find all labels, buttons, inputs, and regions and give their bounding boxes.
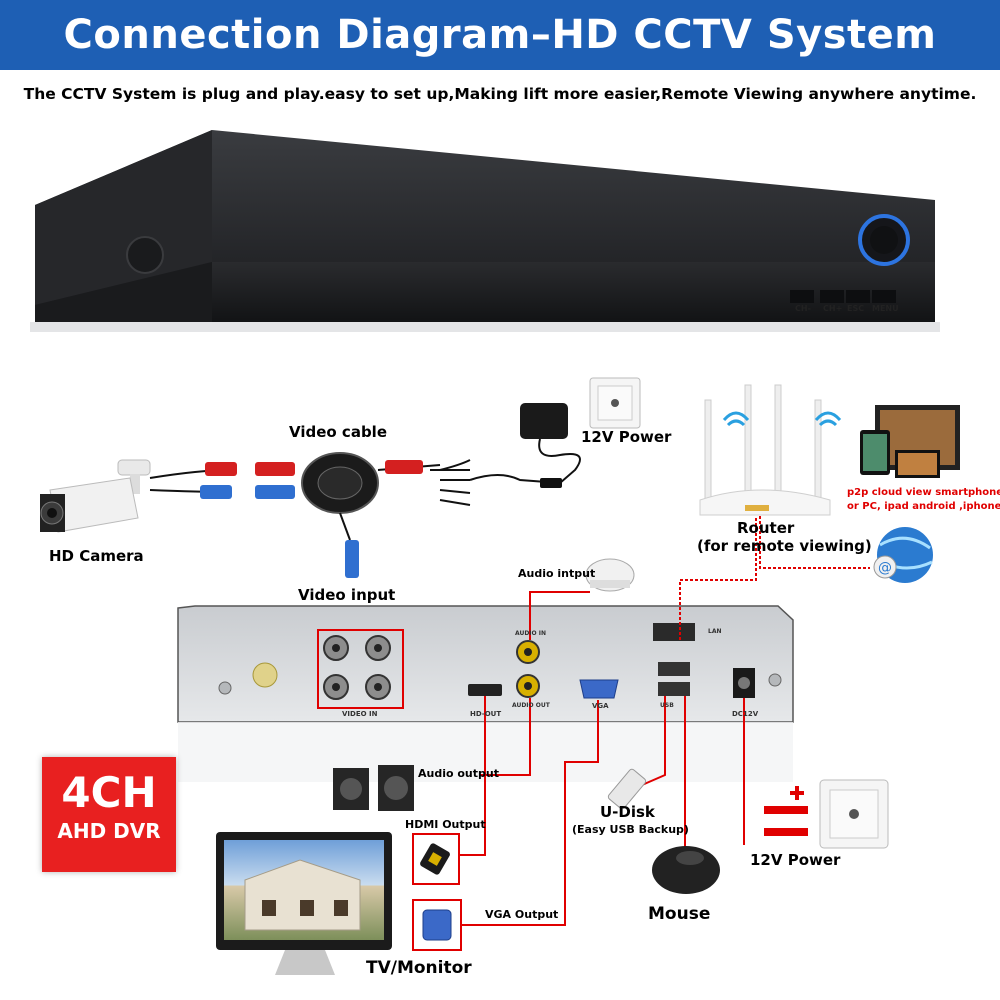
dvr-front-image (30, 130, 940, 332)
hd-camera-image (40, 459, 151, 533)
label-mouse: Mouse (648, 904, 711, 924)
label-router: Router (737, 519, 795, 537)
router-image (699, 384, 842, 516)
vga-connector-image (412, 899, 462, 951)
rear-label-usb: USB (660, 702, 674, 709)
tv-monitor-image (216, 832, 392, 975)
label-udisk-sub: (Easy USB Backup) (572, 823, 689, 836)
label-12v-power-bottom: 12V Power (750, 851, 841, 869)
video-cable-image (149, 452, 562, 578)
dvr-rear-panel (177, 605, 794, 782)
rear-label-dc12v: DC12V (732, 710, 759, 718)
power-adapter-image (520, 403, 581, 484)
dc-power-symbol (764, 786, 808, 836)
speakers-image (333, 765, 414, 811)
label-tv-monitor: TV/Monitor (366, 958, 472, 978)
label-vga-output: VGA Output (485, 908, 559, 921)
label-audio-input: Audio intput (518, 567, 596, 580)
label-12v-power-top: 12V Power (581, 428, 672, 446)
wall-socket-top-image (589, 377, 641, 429)
front-button-ch-minus: CH- (795, 304, 811, 313)
badge-channels: 4CH (61, 768, 157, 817)
subtitle: The CCTV System is plug and play.easy to… (23, 85, 977, 103)
front-button-menu: MENU (872, 304, 899, 313)
remote-devices-image (860, 405, 960, 478)
rear-label-audio-in: AUDIO IN (515, 630, 546, 637)
rear-label-audio-out: AUDIO OUT (512, 702, 550, 709)
title-banner: Connection Diagram–HD CCTV System (0, 0, 1000, 70)
front-button-esc: ESC (847, 304, 865, 313)
page-title: Connection Diagram–HD CCTV System (63, 12, 937, 58)
label-audio-output: Audio output (418, 767, 499, 780)
label-video-input: Video input (298, 586, 396, 604)
label-router-sub: (for remote viewing) (697, 537, 872, 555)
badge-type: AHD DVR (57, 819, 161, 843)
svg-text:@: @ (878, 560, 892, 576)
product-badge: 4CH AHD DVR (42, 757, 176, 872)
audio-input-mic-image (585, 558, 635, 592)
label-hd-camera: HD Camera (49, 547, 144, 565)
rear-label-vga: VGA (592, 702, 609, 710)
rear-label-video-in: VIDEO IN (342, 710, 378, 718)
rear-label-hd-out: HD-OUT (470, 710, 502, 718)
rear-label-lan: LAN (708, 628, 722, 635)
udisk-image (607, 768, 647, 810)
label-p2p-line1: p2p cloud view smartphone (847, 487, 1000, 498)
label-hdmi-output: HDMI Output (405, 818, 486, 831)
internet-globe-icon: @ (873, 527, 933, 583)
connection-wires (460, 516, 870, 926)
label-video-cable: Video cable (289, 423, 387, 441)
hdmi-connector-image (412, 833, 460, 885)
label-p2p-line2: or PC, ipad android ,iphone. (847, 501, 1000, 512)
front-button-ch-plus: CH+ (823, 304, 843, 313)
mouse-image (652, 846, 720, 894)
label-udisk: U-Disk (600, 803, 655, 821)
wall-socket-bottom-image (819, 779, 889, 849)
